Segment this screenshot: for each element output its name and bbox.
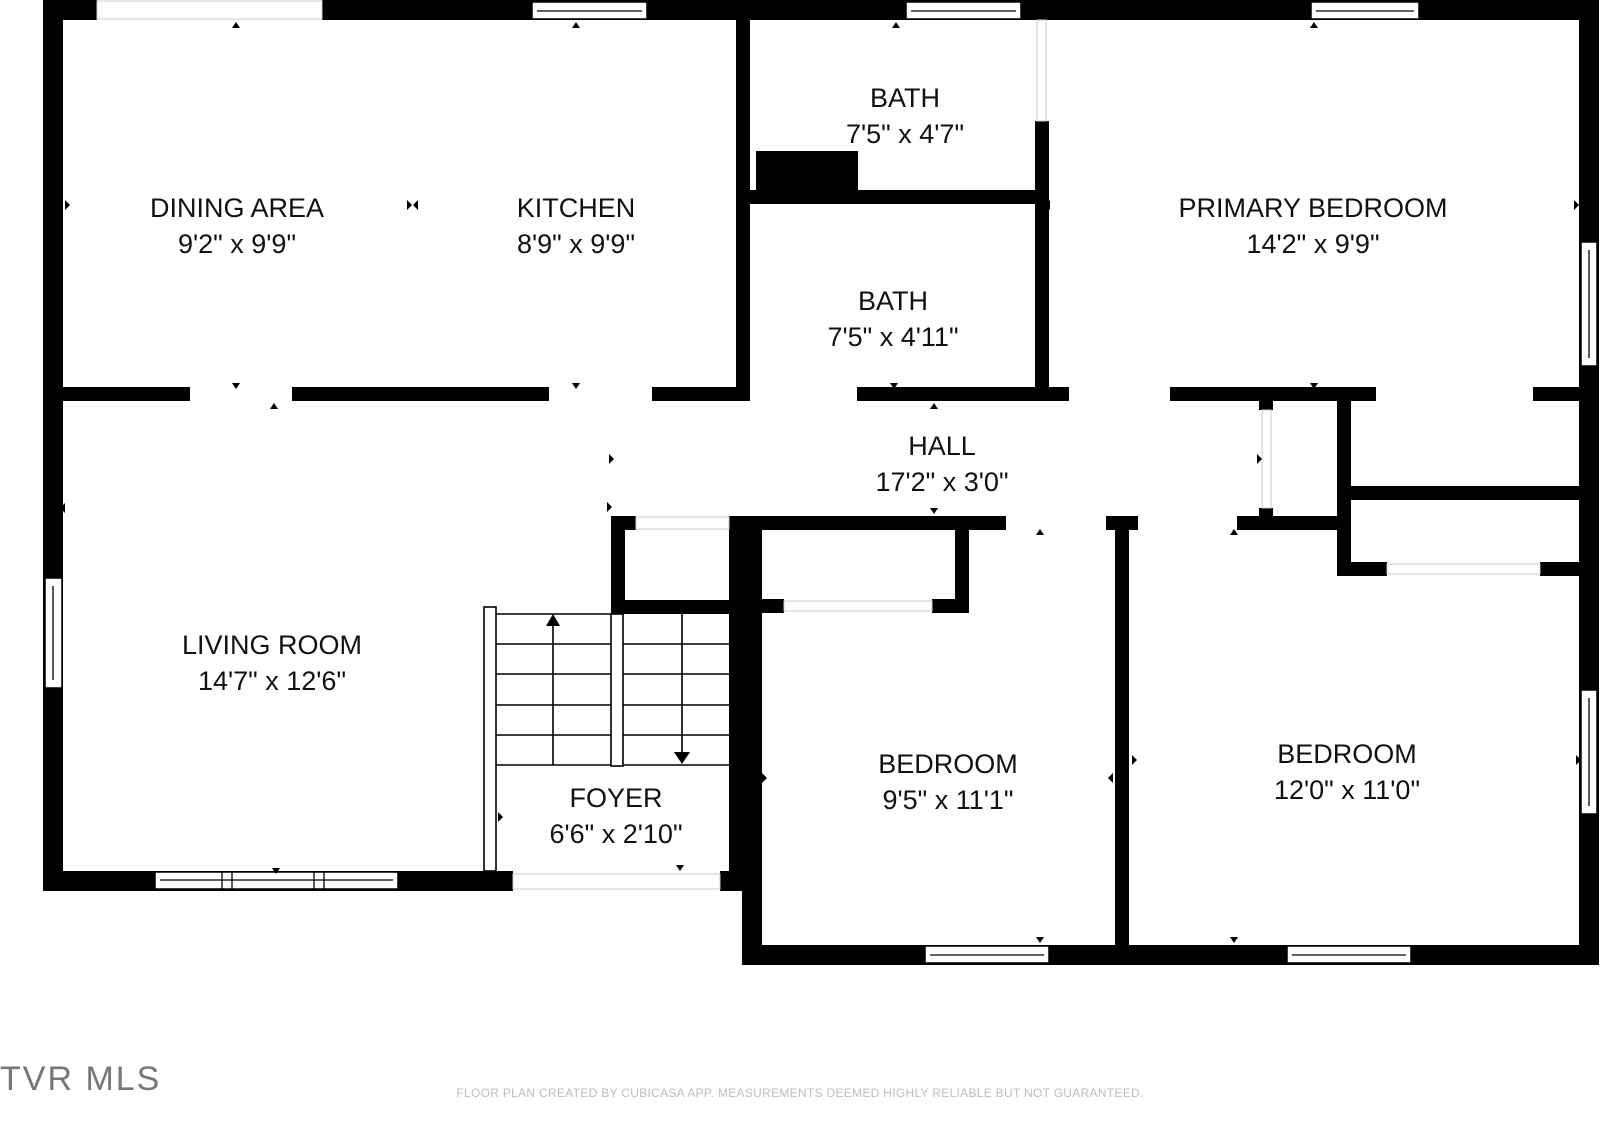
room-name: BATH — [869, 83, 941, 113]
room-name: HALL — [908, 431, 976, 461]
room-name: BATH — [857, 286, 928, 316]
exterior-walls — [43, 0, 1599, 965]
room-dimensions: 9'2" x 9'9" — [177, 229, 297, 259]
staircase — [483, 606, 729, 872]
room-dimensions: 8'9" x 9'9" — [516, 229, 636, 259]
room-dimensions: 14'7" x 12'6" — [197, 666, 347, 696]
room-dimensions: 7'5" x 4'7" — [845, 119, 965, 149]
room-label-bedroom-right: BEDROOM 12'0" x 11'0" — [1274, 736, 1420, 808]
room-dimensions: 6'6" x 2'10" — [549, 819, 683, 849]
room-dimensions: 14'2" x 9'9" — [1246, 229, 1380, 259]
room-label-primary-bedroom: PRIMARY BEDROOM 14'2" x 9'9" — [1178, 190, 1447, 262]
measurement-markers — [60, 22, 1581, 943]
room-name: PRIMARY BEDROOM — [1178, 193, 1448, 223]
room-label-bath-lower: BATH 7'5" x 4'11" — [827, 283, 958, 355]
room-name: BEDROOM — [1277, 739, 1417, 769]
room-name: KITCHEN — [516, 193, 636, 223]
room-dimensions: 7'5" x 4'11" — [827, 322, 959, 352]
room-dimensions: 17'2" x 3'0" — [875, 467, 1009, 497]
openings — [96, 0, 1272, 890]
windows — [44, 1, 1598, 964]
room-label-foyer: FOYER 6'6" x 2'10" — [549, 780, 682, 852]
disclaimer-text: FLOOR PLAN CREATED BY CUBICASA APP. MEAS… — [456, 1086, 1144, 1100]
room-label-bedroom-middle: BEDROOM 9'5" x 11'1" — [878, 746, 1018, 818]
room-label-bath-upper: BATH 7'5" x 4'7" — [846, 80, 964, 152]
room-label-hall: HALL 17'2" x 3'0" — [875, 428, 1008, 500]
room-dimensions: 12'0" x 11'0" — [1273, 775, 1421, 805]
room-name: FOYER — [569, 783, 663, 813]
interior-walls — [63, 20, 1579, 965]
room-label-dining-area: DINING AREA 9'2" x 9'9" — [150, 190, 324, 262]
mls-watermark: TVR MLS — [0, 1060, 162, 1098]
room-label-kitchen: KITCHEN 8'9" x 9'9" — [517, 190, 636, 262]
room-name: BEDROOM — [878, 749, 1018, 779]
room-name: DINING AREA — [149, 193, 325, 223]
room-dimensions: 9'5" x 11'1" — [882, 785, 1014, 815]
room-label-living-room: LIVING ROOM 14'7" x 12'6" — [182, 627, 362, 699]
room-name: LIVING ROOM — [181, 630, 363, 660]
